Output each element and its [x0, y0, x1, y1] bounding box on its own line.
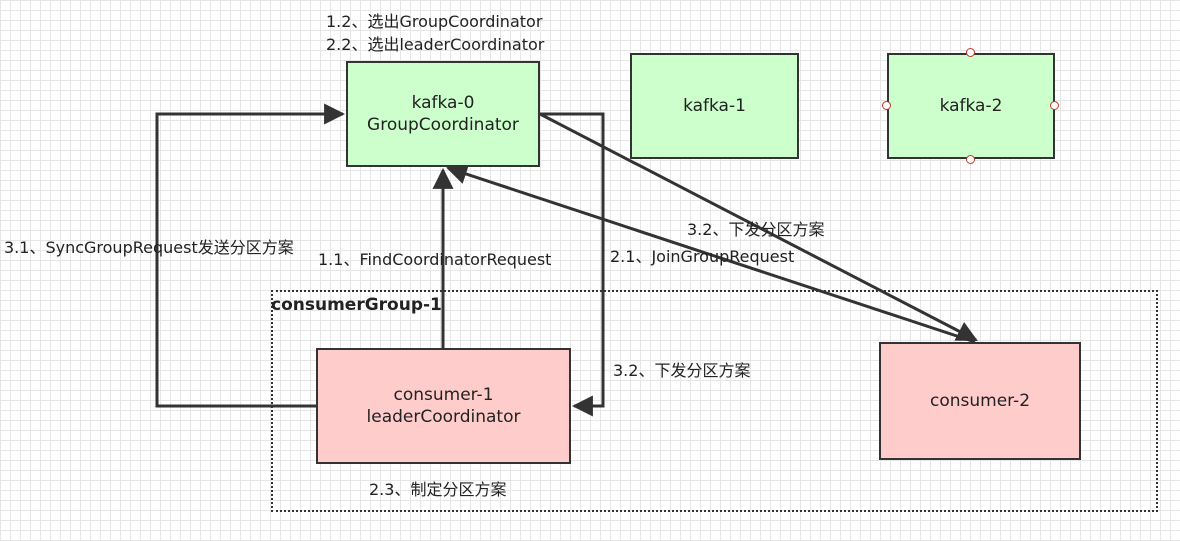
dispatch-plan-c2-edge	[539, 112, 978, 342]
consumer-2-title: consumer-2	[929, 391, 1031, 411]
dispatch-plan-c1-label: 3.2、下发分区方案	[613, 361, 751, 380]
consumer-1-node[interactable]: consumer-1 leaderCoordinator	[316, 348, 571, 464]
join-group-request-edge	[446, 163, 976, 344]
select-leader-coordinator-label: 2.2、选出leaderCoordinator	[326, 35, 545, 54]
resize-handle-bottom[interactable]	[966, 155, 975, 164]
kafka-0-node[interactable]: kafka-0 GroupCoordinator	[346, 61, 540, 167]
resize-handle-right[interactable]	[1050, 101, 1059, 110]
consumer-2-node[interactable]: consumer-2	[879, 342, 1081, 460]
kafka-0-role: GroupCoordinator	[367, 115, 519, 135]
consumer-group-container	[271, 290, 1158, 512]
find-coordinator-request-label: 1.1、FindCoordinatorRequest	[318, 250, 552, 269]
consumer-group-label: consumerGroup-1	[271, 295, 442, 315]
kafka-2-node[interactable]: kafka-2	[887, 53, 1055, 159]
consumer-1-title: consumer-1	[393, 385, 494, 405]
consumer-1-role: leaderCoordinator	[366, 407, 521, 427]
resize-handle-left[interactable]	[882, 101, 891, 110]
resize-handle-top[interactable]	[966, 48, 975, 57]
dispatch-plan-c1-edge	[540, 112, 605, 417]
select-group-coordinator-label: 1.2、选出GroupCoordinator	[326, 12, 543, 31]
kafka-0-title: kafka-0	[411, 93, 475, 113]
kafka-1-title: kafka-1	[683, 96, 746, 116]
kafka-1-node[interactable]: kafka-1	[630, 53, 799, 159]
dispatch-plan-c2-label: 3.2、下发分区方案	[687, 220, 825, 239]
sync-group-request-edge	[155, 103, 346, 408]
join-group-request-label: 2.1、JoinGroupRequest	[610, 247, 795, 266]
kafka-2-title: kafka-2	[939, 96, 1003, 116]
make-plan-label: 2.3、制定分区方案	[369, 480, 507, 499]
sync-group-request-label: 3.1、SyncGroupRequest发送分区方案	[4, 238, 294, 257]
